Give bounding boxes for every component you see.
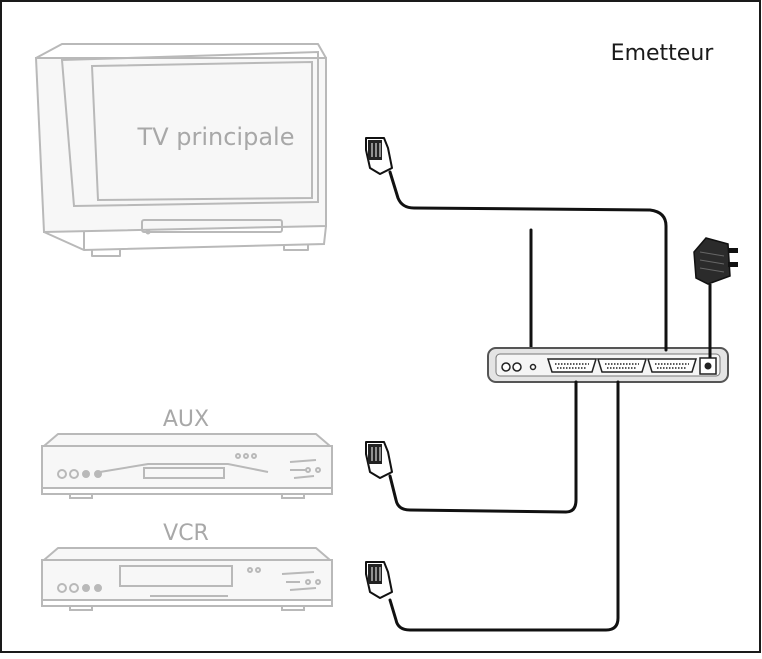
aux-device <box>41 433 333 499</box>
aux-label: AUX <box>163 407 209 432</box>
scart-plug-vcr <box>365 561 393 599</box>
scart-port-3 <box>646 358 698 373</box>
diagram-title: Emetteur <box>611 41 715 66</box>
power-adapter <box>693 237 738 358</box>
cable-tv <box>388 170 668 352</box>
vcr-label: VCR <box>163 521 209 546</box>
transmitter-unit <box>487 228 729 383</box>
jack-1 <box>501 362 511 372</box>
tv-principale <box>34 43 327 257</box>
vcr-device <box>41 547 333 611</box>
cables <box>388 170 668 632</box>
scart-port-1 <box>546 358 598 373</box>
cable-aux <box>388 380 578 514</box>
cable-vcr <box>388 380 620 632</box>
jack-2 <box>512 362 522 372</box>
scart-plug-aux <box>365 441 393 479</box>
tv-label: TV principale <box>137 123 295 151</box>
scart-port-2 <box>596 358 648 373</box>
scart-plug-tv <box>365 137 393 175</box>
jack-3 <box>529 363 537 371</box>
